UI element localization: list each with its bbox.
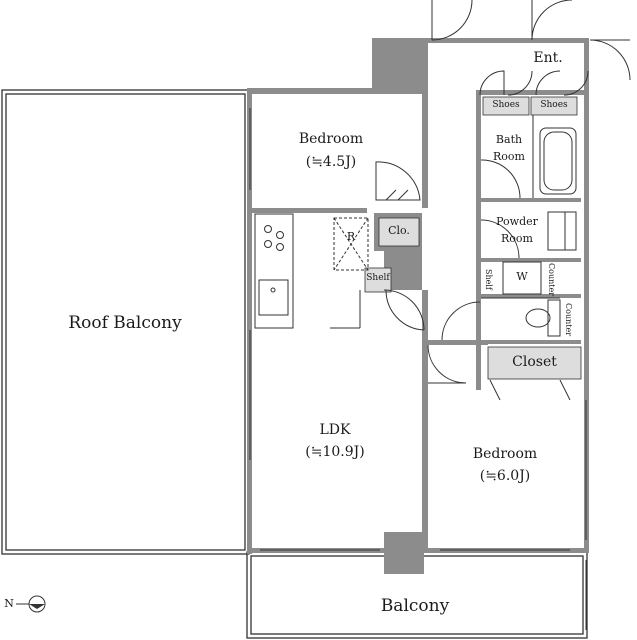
roof-balcony-label: Roof Balcony bbox=[68, 313, 182, 333]
balcony-label: Balcony bbox=[380, 596, 450, 616]
closet-box bbox=[487, 346, 582, 380]
shelf-left-label: Shelf bbox=[366, 273, 390, 283]
shoes-right-box bbox=[530, 96, 578, 116]
refrigerator-box bbox=[333, 217, 369, 271]
closet-small-label: Clo. bbox=[388, 224, 410, 237]
bedroom-large-size: (≒6.0J) bbox=[479, 468, 531, 484]
compass-label: N bbox=[4, 597, 14, 610]
ldk-label: LDK bbox=[319, 422, 351, 438]
compass bbox=[16, 595, 46, 613]
closet-small-box bbox=[378, 217, 420, 247]
washer-label: W bbox=[516, 270, 528, 283]
ldk-size: (≒10.9J) bbox=[305, 444, 365, 460]
bath-label-1: Bath bbox=[495, 133, 523, 146]
shoes-right-label: Shoes bbox=[540, 100, 568, 110]
shoes-left-label: Shoes bbox=[492, 100, 520, 110]
kitchen-counter bbox=[254, 213, 294, 329]
shelf-left-box bbox=[364, 267, 392, 293]
shoes-left-box bbox=[482, 96, 530, 116]
walls bbox=[247, 38, 589, 574]
counter-label-2: Counter bbox=[564, 303, 573, 337]
shelf-right-label: Shelf bbox=[484, 268, 493, 290]
bedroom-small-size: (≒4.5J) bbox=[305, 154, 357, 170]
counter-label-1: Counter bbox=[547, 263, 556, 297]
refrigerator-label: R bbox=[346, 230, 356, 243]
closet-label: Closet bbox=[512, 354, 557, 370]
powder-label-2: Room bbox=[501, 232, 533, 245]
powder-label-1: Powder bbox=[496, 215, 538, 228]
bedroom-large-label: Bedroom bbox=[472, 446, 538, 462]
bedroom-small-label: Bedroom bbox=[298, 131, 364, 147]
washer-box bbox=[502, 261, 542, 295]
bath-label-2: Room bbox=[493, 150, 525, 163]
bathtub bbox=[539, 127, 577, 195]
entrance-label: Ent. bbox=[533, 50, 563, 66]
